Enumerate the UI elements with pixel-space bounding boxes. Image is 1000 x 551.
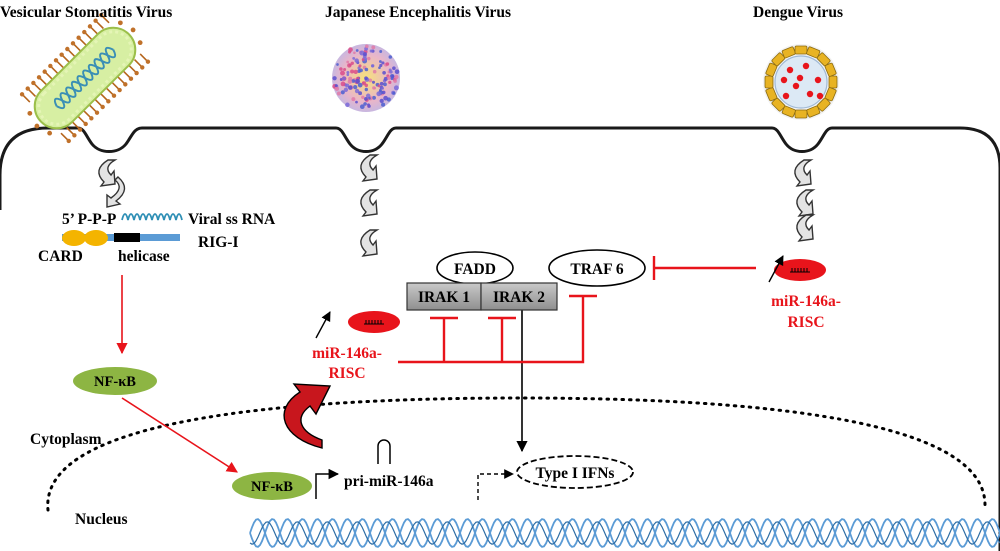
card-domain-1 <box>62 230 86 246</box>
mirisc-left-line2: RISC <box>328 365 365 382</box>
ifn-transcription-arrow <box>477 469 514 500</box>
rig-i-label: RIG-I <box>198 234 238 251</box>
mirisc-right-line1: miR-146a- <box>771 293 841 310</box>
jev-particle-icon <box>332 44 400 112</box>
jev-label: Japanese Encephalitis Virus <box>325 4 511 21</box>
inhibition-network <box>398 256 756 364</box>
vsv-label: Vesicular Stomatitis Virus <box>0 4 172 21</box>
hairpin-icon <box>377 439 391 464</box>
card-domain-2 <box>84 230 108 246</box>
viral-ss-rna-label: Viral ss RNA <box>188 211 276 228</box>
mirisc-right-line2: RISC <box>787 314 824 331</box>
dna-helix <box>249 518 1000 548</box>
traf6-label: TRAF 6 <box>570 261 623 278</box>
entry-arrows <box>98 154 816 257</box>
helicase-label: helicase <box>118 248 170 265</box>
irak2-label: IRAK 2 <box>493 289 545 306</box>
processing-curved-arrow <box>283 383 332 449</box>
fadd-label: FADD <box>454 261 496 278</box>
type-i-ifns-label: Type I IFNs <box>536 465 615 482</box>
helicase-domain <box>114 233 140 242</box>
nfkb-cytoplasm-label: NF-κB <box>94 374 136 390</box>
cell-membrane <box>0 126 1000 551</box>
mirisc-left-line1: miR-146a- <box>312 345 382 362</box>
nfkb-nucleus <box>232 472 312 500</box>
irak1-node <box>406 282 482 311</box>
cytoplasm-label: Cytoplasm <box>30 431 102 448</box>
nfkb-cytoplasm <box>73 367 157 395</box>
mirisc-left-node <box>348 311 400 333</box>
five-prime-ppp-label: 5’ P-P-P <box>62 211 117 228</box>
viral-rna-coil <box>121 213 183 221</box>
dengue-particle-icon <box>763 44 839 120</box>
upregulation-arrow-right <box>768 255 784 283</box>
irak1-label: IRAK 1 <box>418 289 470 306</box>
mirisc-right-node <box>774 259 826 281</box>
irak2-node <box>480 282 558 311</box>
upregulation-arrow-left <box>315 311 331 339</box>
vsv-particle-icon <box>19 12 151 144</box>
transcription-start-arrow <box>315 468 340 499</box>
nuclear-envelope <box>46 396 987 512</box>
card-label: CARD <box>38 248 83 265</box>
nucleus-label: Nucleus <box>75 511 128 528</box>
nfkb-translocation-arrow <box>121 397 238 473</box>
type-i-ifns-ellipse <box>516 455 634 489</box>
pri-mir-146a-label: pri-miR-146a <box>344 473 434 490</box>
dengue-label: Dengue Virus <box>753 4 843 21</box>
traf6-node <box>548 249 646 287</box>
nfkb-nucleus-label: NF-κB <box>251 479 293 495</box>
